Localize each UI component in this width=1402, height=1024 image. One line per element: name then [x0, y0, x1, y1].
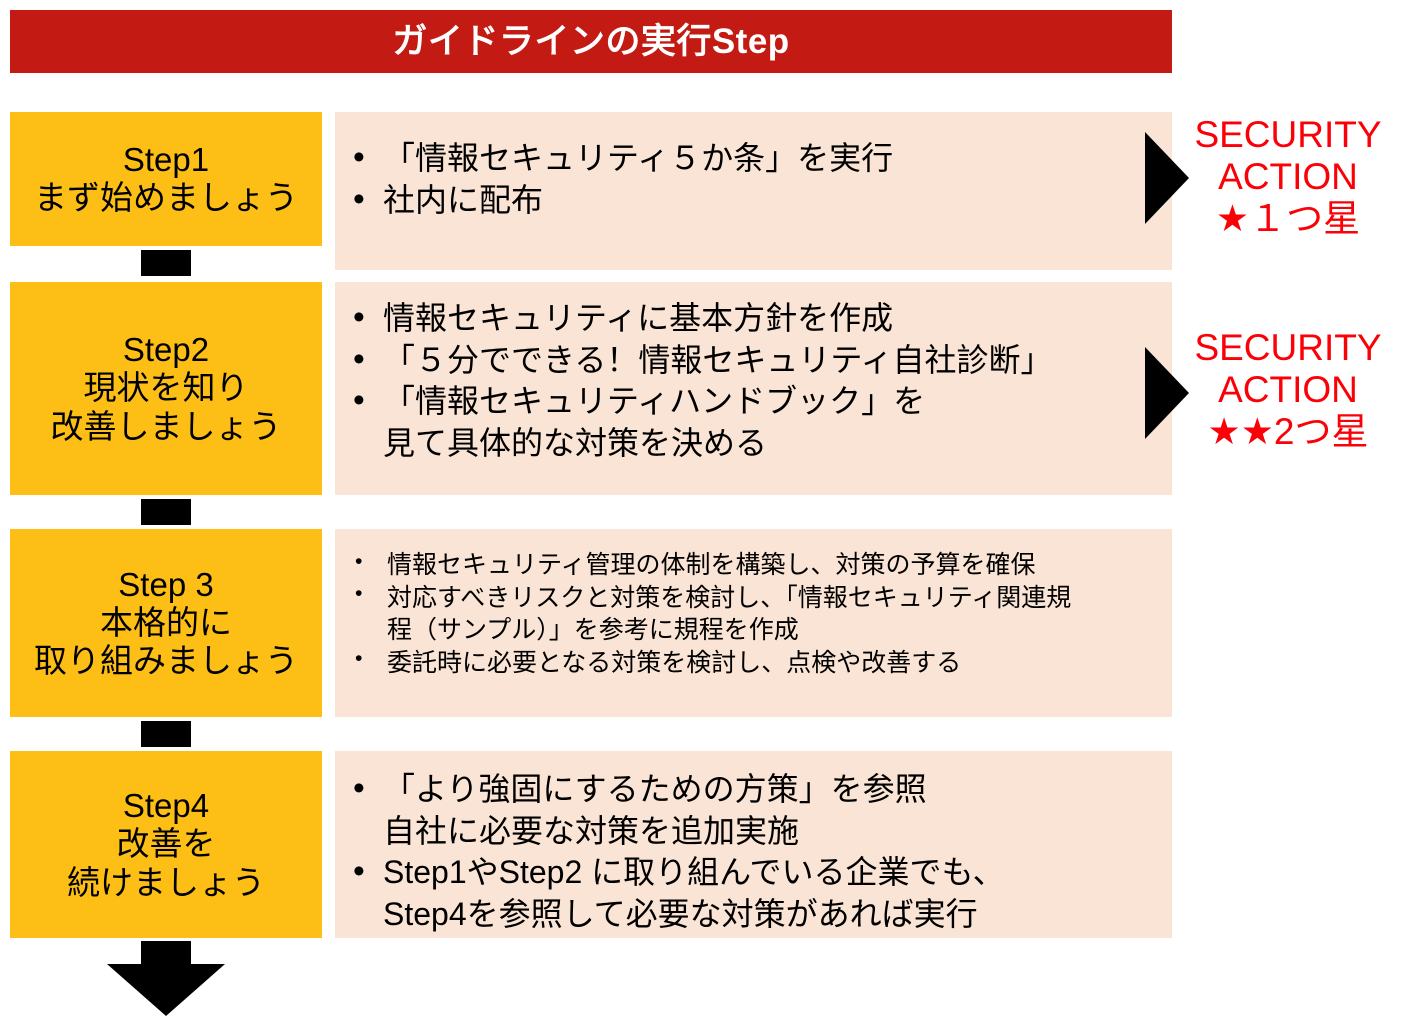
step1-subtitle-1: まず始めましょう [34, 179, 298, 216]
step4-number: Step4 [122, 787, 210, 825]
step4-bullet-list: 「より強固にするための方策」を参照 自社に必要な対策を追加実施 Step1やSt… [335, 767, 1166, 935]
step3-number: Step 3 [118, 565, 214, 603]
content-box-step4: 「より強固にするための方策」を参照 自社に必要な対策を追加実施 Step1やSt… [335, 751, 1172, 938]
bullet-text: 委託時に必要となる対策を検討し、点検や改善する [387, 648, 962, 677]
security-action-badge-step2: SECURITY ACTION ★★2つ星 [1176, 327, 1400, 454]
bullet-text: 情報セキュリティ管理の体制を構築し、対策の予算を確保 [387, 551, 1036, 579]
page-title-banner: ガイドラインの実行Step [10, 10, 1172, 73]
step2-subtitle-2: 改善しましょう [50, 407, 282, 445]
list-item: 「情報セキュリティ５か条」を実行 [335, 136, 1158, 180]
page-title: ガイドラインの実行Step [392, 22, 790, 61]
bullet-text: 「５分でできる！情報セキュリティ自社診断」 [383, 341, 1053, 378]
security-action-badge-step1: SECURITY ACTION ★１つ星 [1176, 114, 1400, 241]
step4-subtitle-1: 改善を [116, 825, 216, 863]
bullet-text: 情報セキュリティに基本方針を作成 [383, 300, 894, 336]
step-box-step1[interactable]: Step1 まず始めましょう [10, 112, 322, 246]
bullet-text: 「情報セキュリティハンドブック」を [383, 383, 926, 420]
content-box-step1: 「情報セキュリティ５か条」を実行 社内に配布 [335, 112, 1172, 270]
connector-block [141, 499, 191, 525]
list-item: 情報セキュリティに基本方針を作成 [335, 296, 1166, 340]
connector-block [141, 250, 191, 276]
step1-number: Step1 [122, 140, 210, 178]
step-box-step4[interactable]: Step4 改善を 続けましょう [10, 751, 322, 938]
bullet-text-continued: 程（サンプル）」を参考に規程を作成 [387, 616, 799, 644]
bullet-text-continued: 見て具体的な対策を決める [383, 424, 768, 461]
list-item: 社内に配布 [335, 178, 1158, 222]
list-item: Step1やStep2 に取り組んでいる企業でも、 Step4を参照して必要な対… [335, 850, 1166, 935]
badge-star-rating: ★★2つ星 [1207, 411, 1369, 453]
list-item: 情報セキュリティ管理の体制を構築し、対策の予算を確保 [335, 548, 1166, 582]
bullet-text: 「より強固にするための方策」を参照 [383, 771, 927, 807]
step-box-step3[interactable]: Step 3 本格的に 取り組みましょう [10, 529, 322, 717]
badge-line-1: SECURITY [1194, 327, 1382, 368]
bullet-text: 「情報セキュリティ５か条」を実行 [383, 140, 894, 176]
step3-subtitle-2: 取り組みましょう [34, 642, 298, 680]
bullet-text: Step1やStep2 に取り組んでいる企業でも、 [383, 854, 1005, 891]
bullet-text: 社内に配布 [383, 181, 544, 218]
bullet-text: 対応すべきリスクと対策を検討し、「情報セキュリティ関連規 [387, 583, 1072, 612]
arrow-right-icon [1145, 347, 1189, 439]
content-box-step2: 情報セキュリティに基本方針を作成 「５分でできる！情報セキュリティ自社診断」 「… [335, 282, 1172, 495]
badge-line-2: ACTION [1218, 156, 1358, 198]
step3-bullet-list: 情報セキュリティ管理の体制を構築し、対策の予算を確保 対応すべきリスクと対策を検… [335, 548, 1166, 680]
badge-line-1: SECURITY [1194, 114, 1382, 155]
connector-block [141, 721, 191, 747]
list-item: 「より強固にするための方策」を参照 自社に必要な対策を追加実施 [335, 767, 1166, 852]
step2-number: Step2 [122, 331, 210, 369]
step2-bullet-list: 情報セキュリティに基本方針を作成 「５分でできる！情報セキュリティ自社診断」 「… [335, 296, 1166, 464]
badge-line-2: ACTION [1218, 369, 1358, 411]
arrow-right-icon [1145, 132, 1189, 224]
step2-subtitle-1: 現状を知り [83, 369, 249, 407]
bullet-text-continued: Step4を参照して必要な対策があれば実行 [383, 895, 978, 932]
list-item: 対応すべきリスクと対策を検討し、「情報セキュリティ関連規 程（サンプル）」を参考… [335, 580, 1166, 647]
list-item: 「情報セキュリティハンドブック」を 見て具体的な対策を決める [335, 379, 1166, 464]
content-box-step3: 情報セキュリティ管理の体制を構築し、対策の予算を確保 対応すべきリスクと対策を検… [335, 529, 1172, 717]
list-item: 委託時に必要となる対策を検討し、点検や改善する [335, 645, 1166, 680]
step3-subtitle-1: 本格的に [100, 603, 232, 641]
step1-bullet-list: 「情報セキュリティ５か条」を実行 社内に配布 [335, 136, 1158, 222]
step-box-step2[interactable]: Step2 現状を知り 改善しましょう [10, 282, 322, 495]
badge-star-rating: ★１つ星 [1215, 198, 1361, 240]
step4-subtitle-2: 続けましょう [67, 863, 265, 901]
list-item: 「５分でできる！情報セキュリティ自社診断」 [335, 338, 1166, 382]
bullet-text-continued: 自社に必要な対策を追加実施 [383, 812, 800, 849]
arrow-down-icon [107, 941, 225, 1016]
